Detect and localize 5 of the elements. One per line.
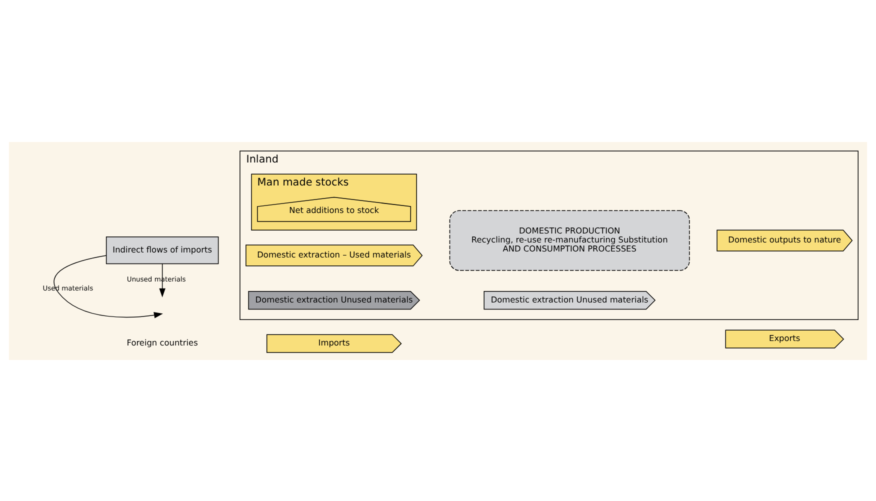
label: Foreign countries — [126, 337, 198, 348]
node-box: DOMESTIC PRODUCTION Recycling, re-use re-manufacturing Substitution AND CONSUMPTION PROCESSES — [449, 210, 690, 270]
arrow — [54, 254, 163, 318]
node-box: Indirect flows of imports — [106, 236, 219, 264]
arrow — [159, 262, 166, 297]
